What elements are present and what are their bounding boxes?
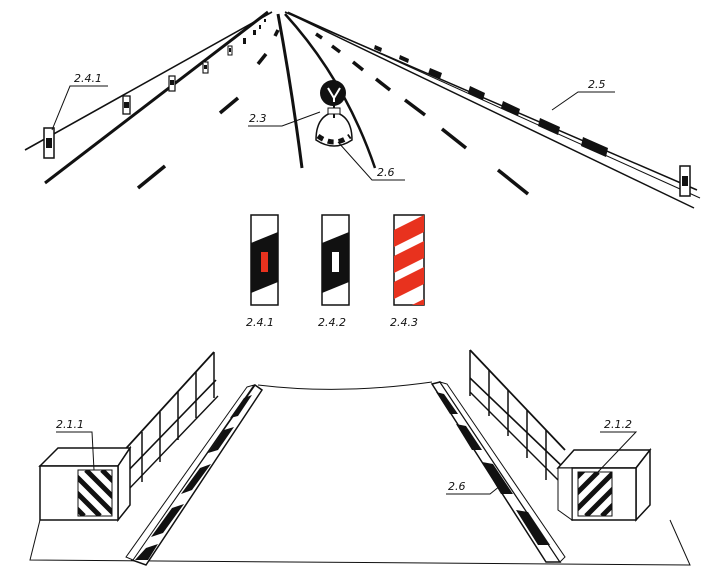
- right-dashed-lane: [316, 34, 528, 194]
- delineator-post: [123, 96, 130, 114]
- right-railing: [470, 350, 566, 488]
- road-perspective-scene: 2.4.1 2.3 2.5 2.6: [25, 12, 700, 208]
- delineator-post: [228, 46, 232, 55]
- bridge-road-surface: [258, 382, 432, 389]
- label-island-sign: 2.3: [249, 112, 267, 125]
- center-line-left: [278, 14, 302, 168]
- label-pier-left: 2.1.1: [56, 418, 84, 431]
- left-curb: [126, 385, 262, 565]
- post-2-4-3: [394, 215, 424, 305]
- island-sign-disc: [320, 80, 346, 106]
- right-curb: [432, 382, 565, 562]
- delineator-post: [44, 128, 54, 158]
- label-post-c: 2.4.3: [390, 316, 418, 329]
- label-post-a: 2.4.1: [246, 316, 274, 329]
- left-cable-line: [25, 12, 272, 150]
- label-island-curb: 2.6: [377, 166, 395, 179]
- post-2-4-2: [322, 215, 349, 305]
- traffic-island: [316, 80, 352, 146]
- label-guardrail: 2.5: [588, 78, 606, 91]
- left-dashed-lane: [138, 30, 278, 188]
- right-guardrail: [285, 12, 700, 208]
- bridge-scene: 2.1.1 2.1.2 2.6: [30, 350, 690, 565]
- left-pier: [40, 448, 130, 520]
- post-types: 2.4.1 2.4.2 2.4.3: [246, 215, 424, 329]
- bottom-leader-lines: [56, 432, 636, 494]
- right-pier: [558, 450, 650, 520]
- label-post-b: 2.4.2: [318, 316, 346, 329]
- post-2-4-1: [251, 215, 278, 305]
- label-pier-right: 2.1.2: [604, 418, 632, 431]
- road-left-edge: [45, 12, 268, 183]
- label-road-edge-post: 2.4.1: [74, 72, 102, 85]
- delineator-post: [203, 62, 208, 73]
- label-bridge-curb: 2.6: [448, 480, 466, 493]
- delineator-post: [169, 76, 175, 91]
